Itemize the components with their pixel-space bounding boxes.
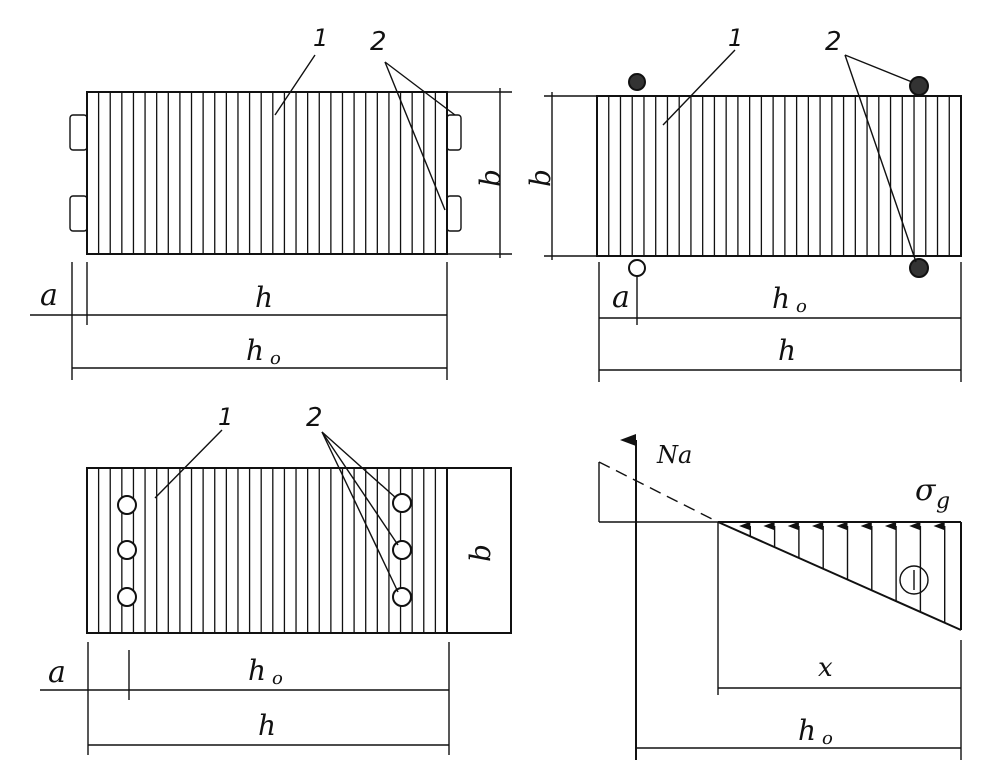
label-effective-depth: h o (772, 282, 807, 317)
label-reinforcement: 2 (306, 403, 323, 433)
svg-text:g: g (936, 489, 950, 514)
label-height: h (255, 281, 273, 314)
label-axial-force: Na (656, 441, 692, 469)
reinforcement-bar (446, 114, 462, 151)
leader-line (274, 54, 316, 116)
stress-arrows (739, 521, 946, 623)
concrete-hatching (608, 96, 950, 256)
label-reinforcement: 2 (825, 27, 842, 57)
leader-line (844, 54, 917, 263)
svg-text:o: o (270, 348, 281, 369)
label-compression-zone: x (818, 653, 833, 683)
svg-text:σ: σ (915, 473, 937, 508)
tension-stress-dashed (598, 461, 719, 523)
reinforcement-bar (117, 587, 137, 607)
label-height: h (778, 334, 796, 367)
reinforcement-bar (117, 540, 137, 560)
label-cover: a (48, 655, 66, 690)
section-outline (86, 467, 512, 634)
svg-text:h: h (248, 654, 266, 687)
minus-circle (899, 565, 929, 595)
label-effective-depth: h o (798, 714, 833, 749)
leader-line (662, 49, 736, 126)
panel-top-right: 1 2 b a h o h (524, 24, 962, 382)
svg-text:h: h (798, 714, 816, 747)
label-cover: a (612, 280, 630, 315)
label-effective-depth: h o (248, 654, 283, 689)
label-width: b (524, 169, 557, 187)
panel-top-left: 1 2 b a h h o (30, 24, 512, 380)
label-stress: σ g (915, 473, 950, 514)
label-width: b (474, 169, 507, 187)
leader-line (844, 54, 913, 83)
label-concrete: 1 (313, 24, 328, 52)
reinforcement-bar (69, 195, 88, 232)
leader-line (154, 429, 223, 499)
reinforcement-bar (446, 195, 462, 232)
section-outline (86, 91, 448, 255)
panel-bottom-left: 1 2 b a h o h (40, 403, 512, 755)
svg-text:h: h (772, 282, 790, 315)
reinforcement-bar (909, 258, 929, 278)
reinforcement-bar (117, 495, 137, 515)
leader-line (321, 431, 397, 499)
svg-text:h: h (246, 334, 264, 367)
reinforcement-bar (392, 587, 412, 607)
leader-line (384, 61, 456, 116)
concrete-hatching (97, 92, 437, 254)
label-concrete: 1 (728, 24, 743, 52)
panel-stress-diagram: Na σ g x h o (598, 434, 962, 760)
svg-text:o: o (822, 728, 833, 749)
stress-triangle-slope (717, 521, 962, 631)
label-effective-depth: h o (246, 334, 281, 369)
label-height: h (258, 709, 276, 742)
svg-text:o: o (272, 668, 283, 689)
label-reinforcement: 2 (370, 27, 387, 57)
reinforcement-bar (392, 540, 412, 560)
leader-line (321, 431, 399, 593)
label-width: b (464, 544, 497, 562)
label-concrete: 1 (218, 403, 233, 431)
reinforcement-bar (392, 493, 412, 513)
label-cover: a (40, 278, 58, 313)
section-outline (596, 95, 962, 257)
reinforcement-bar (628, 259, 646, 277)
reinforcement-bar (909, 76, 929, 96)
svg-text:o: o (796, 296, 807, 317)
leader-line (384, 61, 446, 211)
reinforcement-bar (69, 114, 88, 151)
reinforcement-bar (628, 73, 646, 91)
leader-line (321, 431, 399, 546)
concrete-hatching (97, 468, 437, 633)
